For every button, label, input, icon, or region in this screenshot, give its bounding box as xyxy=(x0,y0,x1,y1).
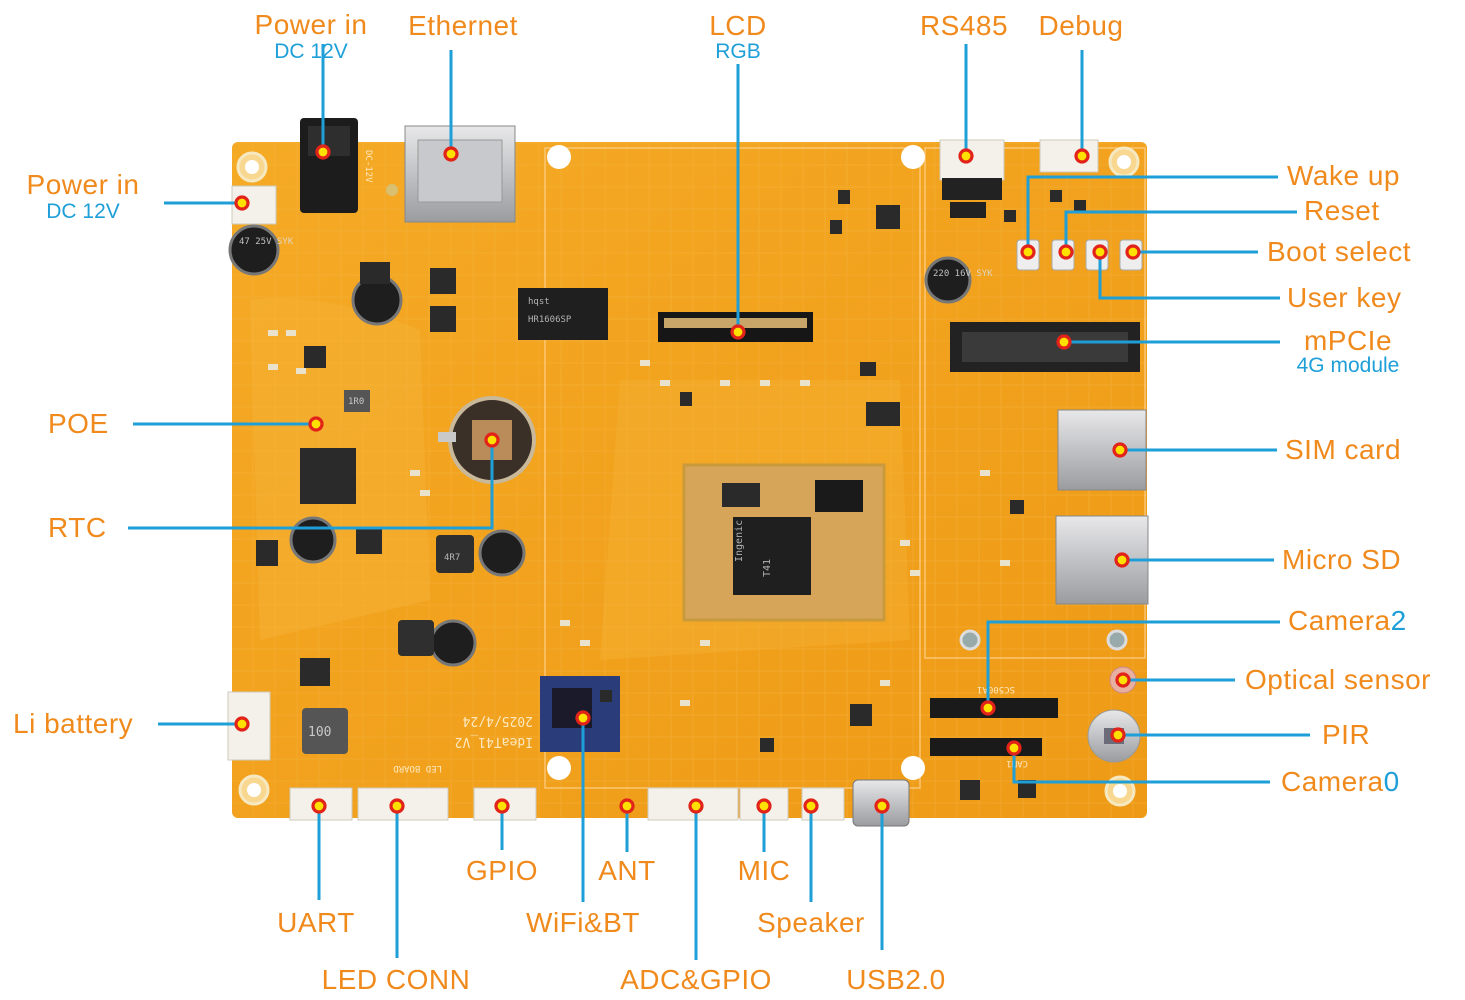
silk-dc: DC-12V xyxy=(363,150,373,183)
label-power-in-left: Power in xyxy=(27,169,140,200)
smd-parts xyxy=(600,190,1086,800)
silk-cap2: 220 16V SYK xyxy=(933,269,993,279)
label-usb2: USB2.0 xyxy=(846,964,946,995)
label-pir: PIR xyxy=(1322,719,1370,750)
label-camera0-number: 0 xyxy=(1384,766,1400,797)
label-sim-card: SIM card xyxy=(1285,434,1401,465)
silk-led-board: LED BOARD xyxy=(393,763,442,773)
power-components xyxy=(256,262,474,754)
sublabel-power-in-top: DC 12V xyxy=(274,40,348,63)
label-power-in-top: Power in xyxy=(255,9,368,40)
label-micro-sd: Micro SD xyxy=(1282,544,1401,575)
label-ethernet: Ethernet xyxy=(408,10,518,41)
label-wifi-bt: WiFi&BT xyxy=(526,907,640,938)
label-boot-select: Boot select xyxy=(1267,236,1411,267)
label-wake-up: Wake up xyxy=(1287,160,1400,191)
silk-cam: CAM1 xyxy=(1006,758,1028,768)
callout-labels: Power in DC 12V Ethernet LCD RGB RS485 D… xyxy=(13,9,1431,995)
leader-lines xyxy=(128,44,1310,960)
silk-transformer-model: HR1606SP xyxy=(528,315,572,325)
label-camera2-text: Camera xyxy=(1288,605,1391,636)
label-adc-gpio: ADC&GPIO xyxy=(620,964,772,995)
smd-passives xyxy=(268,330,1010,706)
label-camera2: Camera2 xyxy=(1288,605,1407,636)
ethernet-transformer xyxy=(518,288,608,340)
dc-jack xyxy=(300,118,358,213)
silk-inductor2: 100 xyxy=(308,725,331,740)
sublabel-mpcie: 4G module xyxy=(1297,354,1400,377)
label-optical-sensor: Optical sensor xyxy=(1245,664,1431,695)
label-reset: Reset xyxy=(1304,195,1380,226)
marker-dots xyxy=(234,144,1141,814)
label-speaker: Speaker xyxy=(757,907,865,938)
label-debug: Debug xyxy=(1038,10,1123,41)
silk-inductor1: 4R7 xyxy=(444,553,460,563)
silk-pcie: SC500A1 xyxy=(977,684,1015,694)
label-mpcie: mPCIe xyxy=(1304,325,1392,356)
silk-cap1: 47 25V SYK xyxy=(239,237,294,247)
label-led-conn: LED CONN xyxy=(322,964,471,995)
label-poe: POE xyxy=(48,408,109,439)
label-gpio: GPIO xyxy=(466,855,538,886)
sublabel-power-in-left: DC 12V xyxy=(46,200,120,223)
mpcie-slot xyxy=(950,322,1140,372)
som-module xyxy=(682,463,886,622)
label-ant: ANT xyxy=(598,855,656,886)
pcb-board: DC-12V xyxy=(227,118,1149,827)
label-user-key: User key xyxy=(1287,282,1401,313)
silk-chip-model: T41 xyxy=(762,559,773,577)
mounting-holes xyxy=(236,145,1140,807)
label-li-battery: Li battery xyxy=(13,708,133,739)
silk-board-name: IdeaT41_V2 xyxy=(455,734,533,749)
silk-board-date: 2025/4/24 xyxy=(462,713,533,728)
label-rs485: RS485 xyxy=(920,10,1008,41)
label-camera2-number: 2 xyxy=(1391,605,1407,636)
label-uart: UART xyxy=(277,907,355,938)
sublabel-lcd: RGB xyxy=(715,40,761,63)
silk-chip-brand: Ingenic xyxy=(734,520,745,562)
silk-transformer-brand: hqst xyxy=(528,297,550,307)
label-mic: MIC xyxy=(738,855,791,886)
label-rtc: RTC xyxy=(48,512,107,543)
ethernet-jack xyxy=(404,125,516,223)
label-camera0-text: Camera xyxy=(1281,766,1384,797)
silk-inductor3: 1R0 xyxy=(348,397,364,407)
label-camera0: Camera0 xyxy=(1281,766,1400,797)
label-lcd: LCD xyxy=(709,10,767,41)
